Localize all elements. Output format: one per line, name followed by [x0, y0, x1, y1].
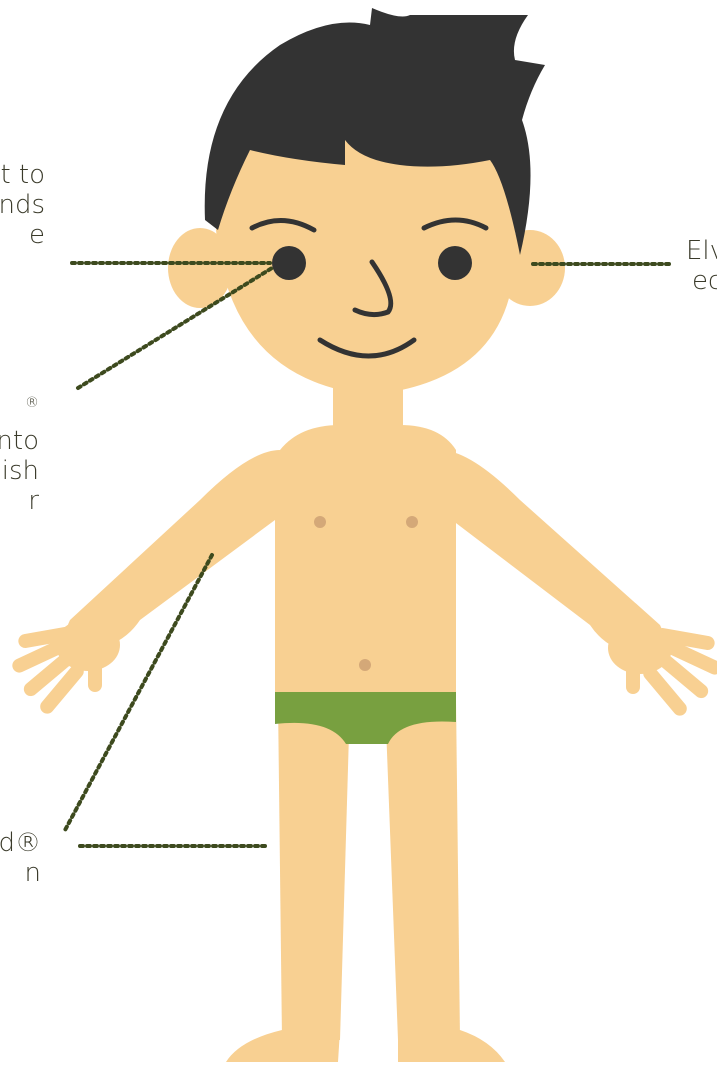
label-eye-top-line-2: nds — [0, 190, 45, 220]
torso — [275, 385, 456, 700]
right-eye — [438, 246, 472, 280]
right-nipple — [406, 516, 418, 528]
left-nipple — [314, 516, 326, 528]
navel — [359, 659, 371, 671]
label-eye-top: t to nds e — [0, 160, 45, 250]
label-leg-line-1: rd® — [0, 828, 41, 858]
label-leg: rd® n — [0, 828, 41, 888]
label-eye-top-line-3: e — [0, 220, 45, 250]
label-eye-bottom: ® nto ish r — [0, 388, 39, 516]
label-leg-line-2: n — [0, 858, 41, 888]
label-eye-bottom-line-3: ish — [0, 456, 39, 486]
legs — [226, 700, 505, 1062]
label-ear: Elv ec — [686, 236, 717, 296]
label-eye-bottom-line-4: r — [0, 486, 39, 516]
left-arm — [10, 450, 280, 716]
label-ear-line-1: Elv — [686, 236, 717, 266]
label-ear-line-2: ec — [686, 266, 717, 296]
label-eye-top-line-1: t to — [0, 160, 45, 190]
label-eye-bottom-line-1: ® — [0, 388, 39, 426]
label-eye-bottom-line-2: nto — [0, 426, 39, 456]
right-arm — [440, 450, 717, 718]
left-eye — [272, 246, 306, 280]
